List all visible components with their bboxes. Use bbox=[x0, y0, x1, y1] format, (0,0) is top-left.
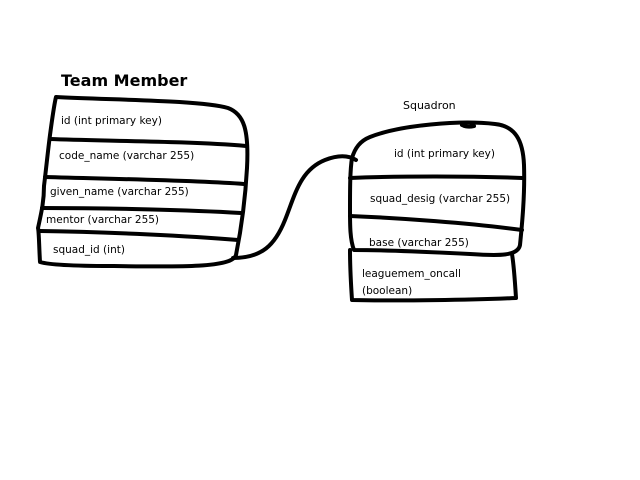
row-divider bbox=[40, 206, 243, 215]
row-divider bbox=[348, 174, 524, 180]
field-team-member-squad-id: squad_id (int) bbox=[53, 244, 125, 256]
entity-team-member: Team Member id (int primary key) code_na… bbox=[36, 71, 250, 269]
title-tick bbox=[460, 123, 476, 129]
field-team-member-mentor: mentor (varchar 255) bbox=[46, 214, 159, 226]
entity-box-squadron bbox=[348, 120, 527, 257]
field-squadron-leaguemem-oncall-type: (boolean) bbox=[362, 285, 412, 297]
field-squadron-id: id (int primary key) bbox=[394, 148, 495, 160]
field-team-member-id: id (int primary key) bbox=[61, 115, 162, 127]
field-squadron-leaguemem-oncall: leaguemem_oncall bbox=[362, 268, 461, 280]
relationship-connector bbox=[231, 154, 358, 260]
entity-title-team-member: Team Member bbox=[61, 71, 187, 90]
entity-title-squadron: Squadron bbox=[403, 99, 456, 112]
entity-box-squadron-extra bbox=[348, 248, 518, 303]
row-divider bbox=[348, 214, 524, 232]
row-divider bbox=[38, 229, 240, 242]
entity-squadron: Squadron id (int primary key) squad_desi… bbox=[348, 99, 527, 303]
field-squadron-base: base (varchar 255) bbox=[369, 237, 469, 249]
row-divider bbox=[48, 137, 248, 148]
row-divider bbox=[43, 175, 246, 186]
field-team-member-given-name: given_name (varchar 255) bbox=[50, 186, 189, 198]
field-team-member-code-name: code_name (varchar 255) bbox=[59, 150, 194, 162]
field-squadron-squad-desig: squad_desig (varchar 255) bbox=[370, 193, 510, 205]
